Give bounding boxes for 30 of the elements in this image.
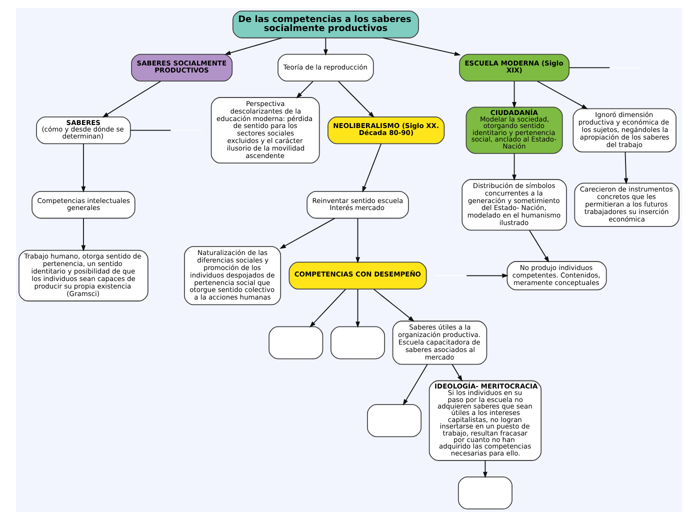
connector — [130, 130, 171, 131]
arrow — [323, 38, 328, 56]
arrow — [355, 288, 360, 328]
arrow — [512, 153, 516, 181]
arrow — [512, 80, 516, 108]
arrow — [362, 143, 382, 193]
node-box — [457, 476, 512, 510]
arrow — [382, 37, 460, 56]
connector — [568, 67, 610, 68]
node-box — [366, 404, 422, 438]
arrow — [372, 288, 414, 322]
arrow — [296, 80, 313, 98]
arrow — [482, 460, 487, 478]
arrow — [80, 143, 86, 193]
arrow — [466, 273, 508, 278]
arrow — [536, 80, 588, 110]
node-box: De las competencias a los saberes socialmente productivos — [232, 10, 418, 38]
arrow — [80, 218, 86, 252]
arrow — [402, 364, 428, 406]
node-box — [330, 326, 385, 360]
arrow — [355, 218, 360, 264]
arrow — [224, 37, 282, 55]
node-box — [268, 326, 323, 360]
arrow — [102, 80, 161, 118]
arrow — [451, 364, 462, 382]
arrow — [309, 288, 346, 328]
arrow — [623, 152, 628, 185]
arrow — [279, 218, 335, 249]
arrow — [338, 80, 374, 118]
arrow — [528, 230, 549, 263]
